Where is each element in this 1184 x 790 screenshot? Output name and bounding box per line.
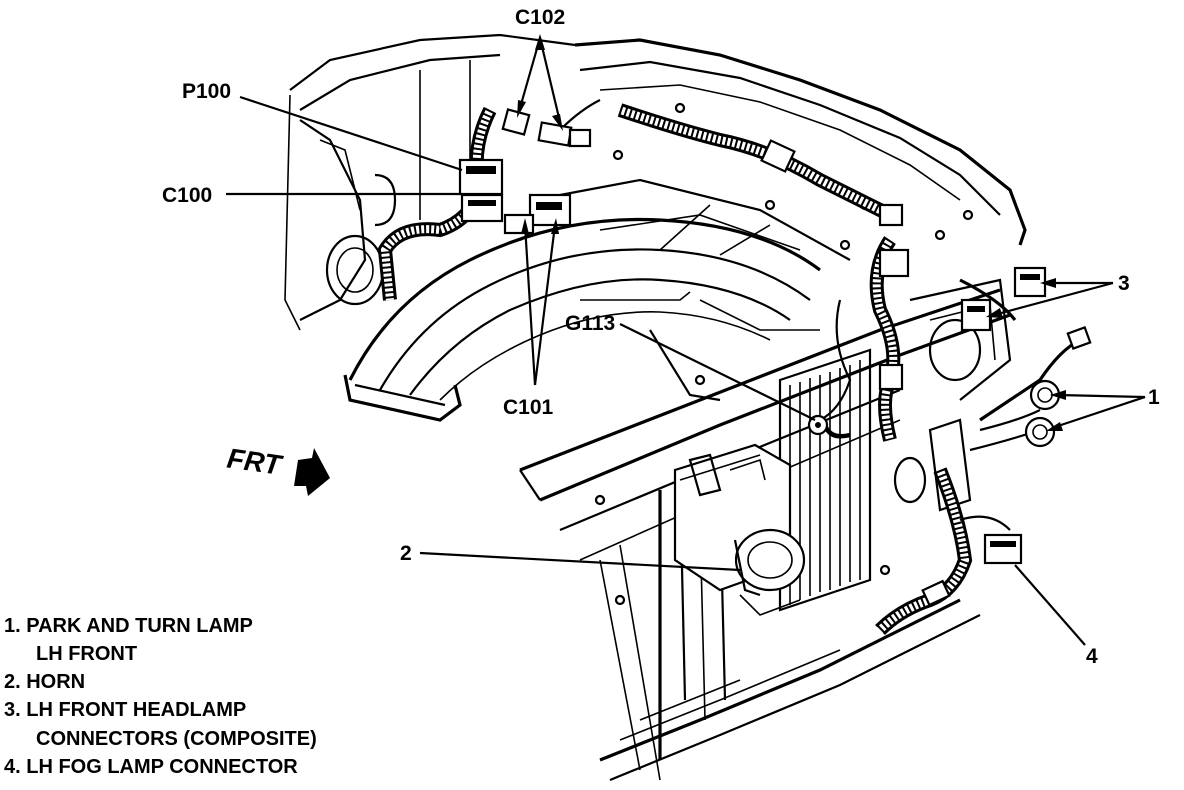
- leader-lines: [226, 34, 1146, 646]
- callout-g113: G113: [565, 312, 615, 335]
- callout-2: 2: [400, 542, 412, 565]
- legend-item-3-line-1: 3. LH FRONT HEADLAMP: [4, 699, 246, 721]
- callout-4: 4: [1086, 645, 1098, 668]
- callout-c100: C100: [162, 184, 212, 207]
- front-direction-indicator: FRT: [225, 442, 330, 496]
- callout-c101: C101: [503, 396, 554, 419]
- legend-item-1-line-1: 1. PARK AND TURN LAMP: [4, 615, 253, 637]
- legend: 1. PARK AND TURN LAMP LH FRONT 2. HORN 3…: [4, 615, 317, 778]
- front-arrow-icon: [294, 448, 330, 496]
- legend-item-1-line-2: LH FRONT: [36, 643, 137, 665]
- legend-item-2: 2. HORN: [4, 671, 85, 693]
- callout-c102: C102: [515, 6, 565, 29]
- vehicle-body-illustration: [284, 33, 1027, 782]
- callout-p100: P100: [182, 80, 231, 103]
- callout-labels: C102 P100 C100 G113 C101 1 2 3 4: [162, 6, 1160, 668]
- legend-item-3-line-2: CONNECTORS (COMPOSITE): [36, 728, 317, 750]
- connectors: [458, 108, 1092, 607]
- frt-label: FRT: [225, 442, 286, 481]
- legend-item-4: 4. LH FOG LAMP CONNECTOR: [4, 756, 298, 778]
- callout-1: 1: [1148, 386, 1160, 409]
- callout-3: 3: [1118, 272, 1130, 295]
